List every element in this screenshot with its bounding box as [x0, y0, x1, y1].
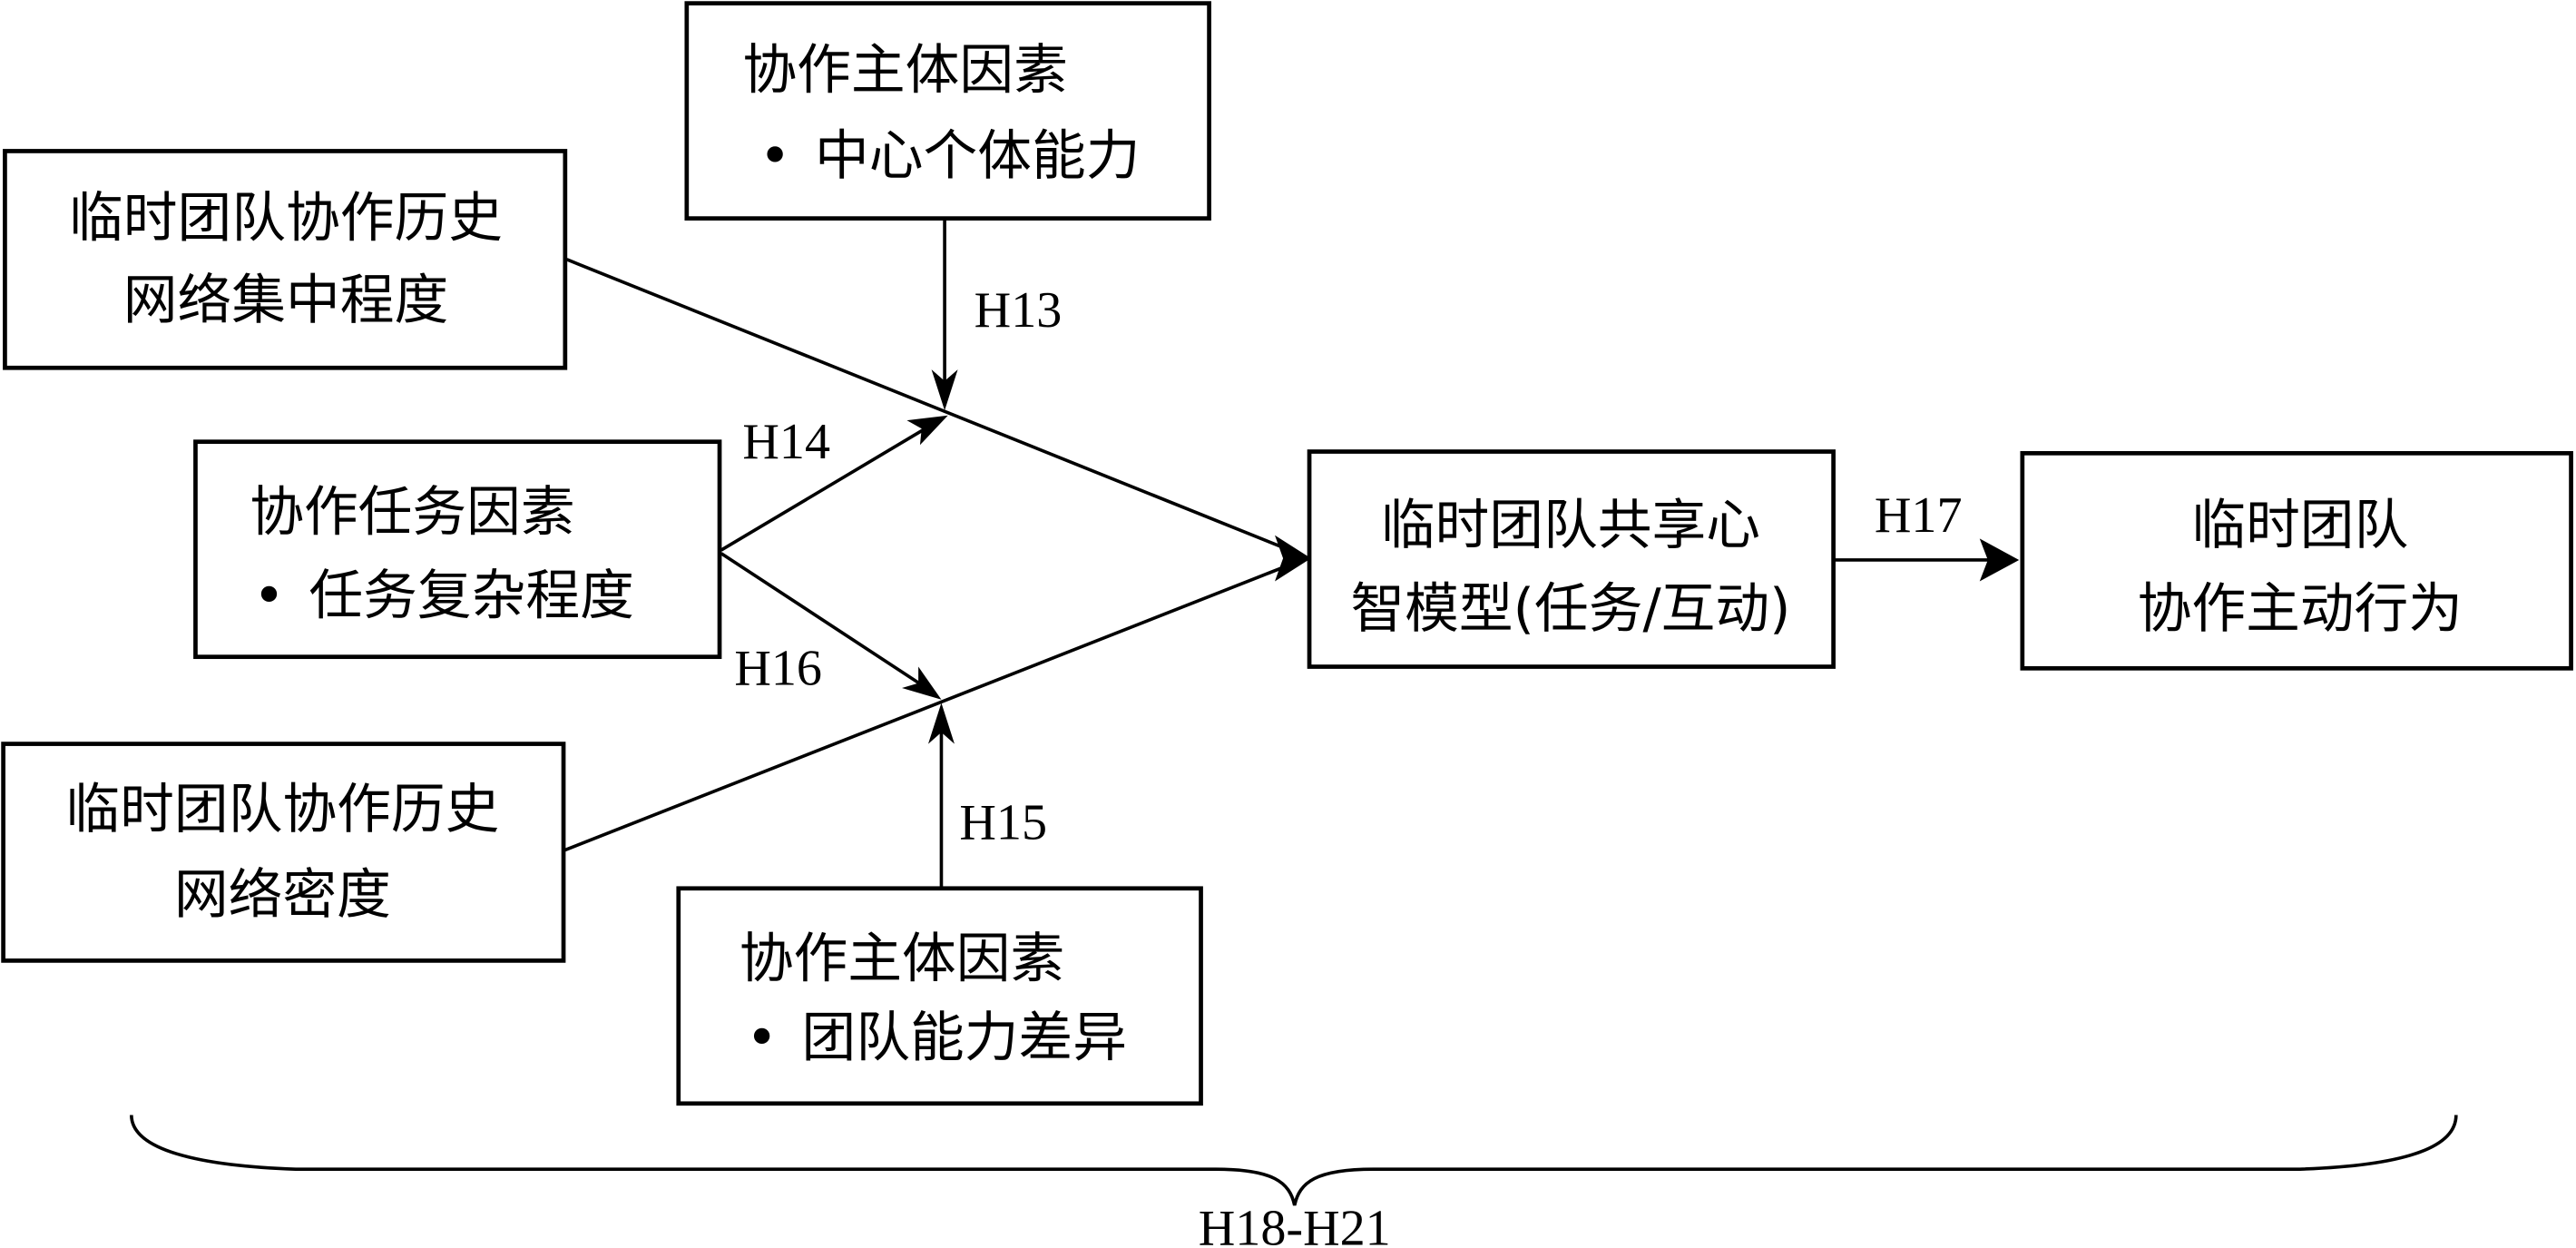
label-h16: H16 — [734, 640, 822, 696]
node-proactive-behavior[interactable]: 临时团队 协作主动行为 — [2020, 450, 2573, 671]
node-subject-team-item: 团队能力差异 — [802, 1007, 1127, 1069]
node-task-factor[interactable]: 协作任务因素 • 任务复杂程度 — [193, 439, 722, 660]
label-h15: H15 — [959, 795, 1047, 851]
node-subject-team-title: 协作主体因素 — [739, 929, 1064, 991]
bullet-icon: • — [253, 565, 285, 628]
node-proactive-line2: 协作主动行为 — [2138, 578, 2463, 641]
bullet-icon: • — [746, 1007, 778, 1069]
label-h14: H14 — [742, 414, 830, 470]
node-history-centrality-line1: 临时团队协作历史 — [69, 188, 503, 251]
arrowhead-h16 — [902, 666, 942, 700]
node-subject-team-ability[interactable]: 协作主体因素 • 团队能力差异 — [676, 886, 1203, 1106]
edge-density-to-shared-model — [563, 560, 1299, 852]
node-task-factor-item: 任务复杂程度 — [309, 565, 633, 628]
node-subject-center-item: 中心个体能力 — [815, 125, 1140, 188]
edges — [130, 218, 2458, 1206]
label-h13: H13 — [975, 282, 1063, 339]
node-subject-center-ability[interactable]: 协作主体因素 • 中心个体能力 — [684, 1, 1211, 221]
label-h17: H17 — [1875, 487, 1963, 544]
node-proactive-line1: 临时团队 — [2191, 495, 2408, 557]
node-shared-model-line1: 临时团队共享心 — [1381, 495, 1760, 557]
arrowhead-h14 — [906, 415, 948, 446]
edge-h14 — [720, 420, 937, 552]
node-shared-mental-model[interactable]: 临时团队共享心 智模型(任务/互动) — [1307, 449, 1836, 669]
node-subject-center-title: 协作主体因素 — [742, 40, 1067, 103]
arrowhead-shared-model — [1275, 535, 1311, 582]
arrowhead-h17 — [1979, 538, 2020, 582]
node-history-density-line2: 网络密度 — [174, 864, 391, 927]
label-h18-h21: H18-H21 — [1199, 1200, 1391, 1248]
arrowhead-h13 — [931, 369, 958, 411]
node-history-density[interactable]: 临时团队协作历史 网络密度 — [1, 742, 566, 963]
edge-h16 — [720, 552, 933, 693]
arrowhead-h15 — [927, 703, 955, 744]
node-shared-model-line2: 智模型(任务/互动) — [1350, 578, 1790, 641]
node-task-factor-title: 协作任务因素 — [250, 481, 574, 544]
bullet-icon: • — [759, 125, 790, 188]
node-history-centrality[interactable]: 临时团队协作历史 网络集中程度 — [3, 149, 568, 370]
node-history-centrality-line2: 网络集中程度 — [123, 270, 448, 332]
edge-centrality-to-shared-model — [565, 258, 1299, 555]
brace-h18-h21 — [130, 1115, 2458, 1206]
node-history-density-line1: 临时团队协作历史 — [65, 779, 499, 841]
